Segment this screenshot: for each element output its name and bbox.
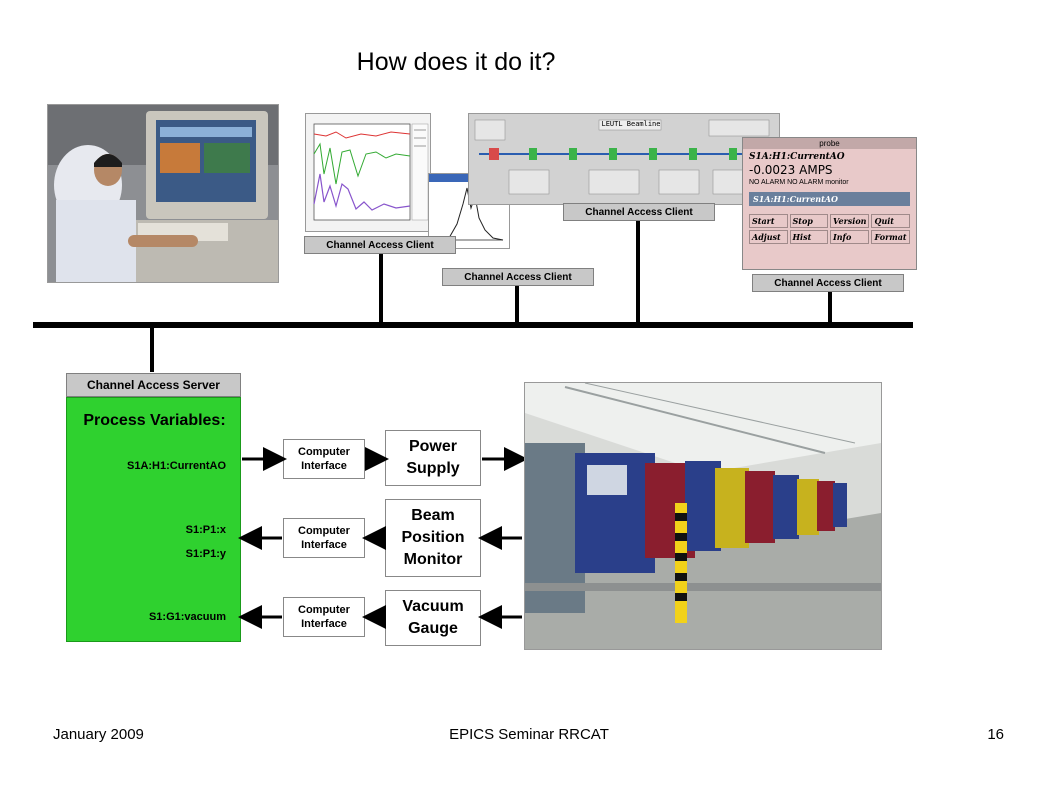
vacuum-gauge-box: Vacuum Gauge [385,590,481,646]
power-supply-box: Power Supply [385,430,481,486]
probe-adjust-button[interactable]: Adjust [749,230,788,244]
pv-title: Process Variables: [83,412,226,429]
pv-x: S1:P1:x [185,524,226,536]
computer-interface-3: Computer Interface [283,597,365,637]
probe-format-button[interactable]: Format [871,230,910,244]
bpm-box: Beam Position Monitor [385,499,481,577]
footer-page-number: 16 [987,726,1004,743]
client-drop-2 [515,286,519,324]
pv-vacuum: S1:G1:vacuum [148,611,226,623]
client-label-4: Channel Access Client [752,274,904,292]
probe-titlebar: probe [743,138,916,149]
client-drop-1 [379,254,383,324]
bpm-label: Beam Position Monitor [401,507,465,568]
footer-event: EPICS Seminar RRCAT [449,726,609,743]
server-header: Channel Access Server [66,373,241,397]
network-bus [33,322,913,328]
client-drop-3 [636,221,640,324]
footer-date: January 2009 [53,726,144,743]
client-drop-4 [828,292,832,324]
probe-info-button[interactable]: Info [830,230,870,244]
probe-window: probe S1A:H1:CurrentAO -0.0023 AMPS NO A… [742,137,917,270]
pv-y: S1:P1:y [185,548,226,560]
probe-pv-field[interactable]: S1A:H1:CurrentAO [749,192,910,206]
client-label-2: Channel Access Client [442,268,594,286]
probe-quit-button[interactable]: Quit [871,214,910,228]
probe-version-button[interactable]: Version [830,214,870,228]
probe-button-grid: Start Stop Version Quit Adjust Hist Info… [743,210,916,248]
probe-hist-button[interactable]: Hist [789,230,828,244]
probe-start-button[interactable]: Start [749,214,788,228]
power-supply-label: Power Supply [406,438,460,477]
ci-2-label: Computer Interface [298,525,350,551]
slide-title: How does it do it? [356,48,556,76]
client-label-1: Channel Access Client [304,236,456,254]
probe-status: NO ALARM NO ALARM monitor [749,179,849,186]
process-variables-box: Process Variables: S1A:H1:CurrentAO S1:P… [66,397,241,642]
vacuum-gauge-label: Vacuum Gauge [402,598,464,637]
client-label-3: Channel Access Client [563,203,715,221]
ci-3-label: Computer Interface [298,604,350,630]
beamline-title: LEUTL Beamline [601,120,661,128]
operator-photo [47,104,279,283]
ci-1-label: Computer Interface [298,446,350,472]
beamline-screenshot: LEUTL Beamline [468,113,780,205]
pv-current: S1A:H1:CurrentAO [126,460,226,472]
probe-pv-name: S1A:H1:CurrentAO [749,152,845,162]
accelerator-photo [524,382,882,650]
plot-screenshot [305,113,431,232]
server-drop [150,326,154,372]
probe-stop-button[interactable]: Stop [789,214,828,228]
computer-interface-2: Computer Interface [283,518,365,558]
probe-value: -0.0023 AMPS [749,163,833,177]
computer-interface-1: Computer Interface [283,439,365,479]
